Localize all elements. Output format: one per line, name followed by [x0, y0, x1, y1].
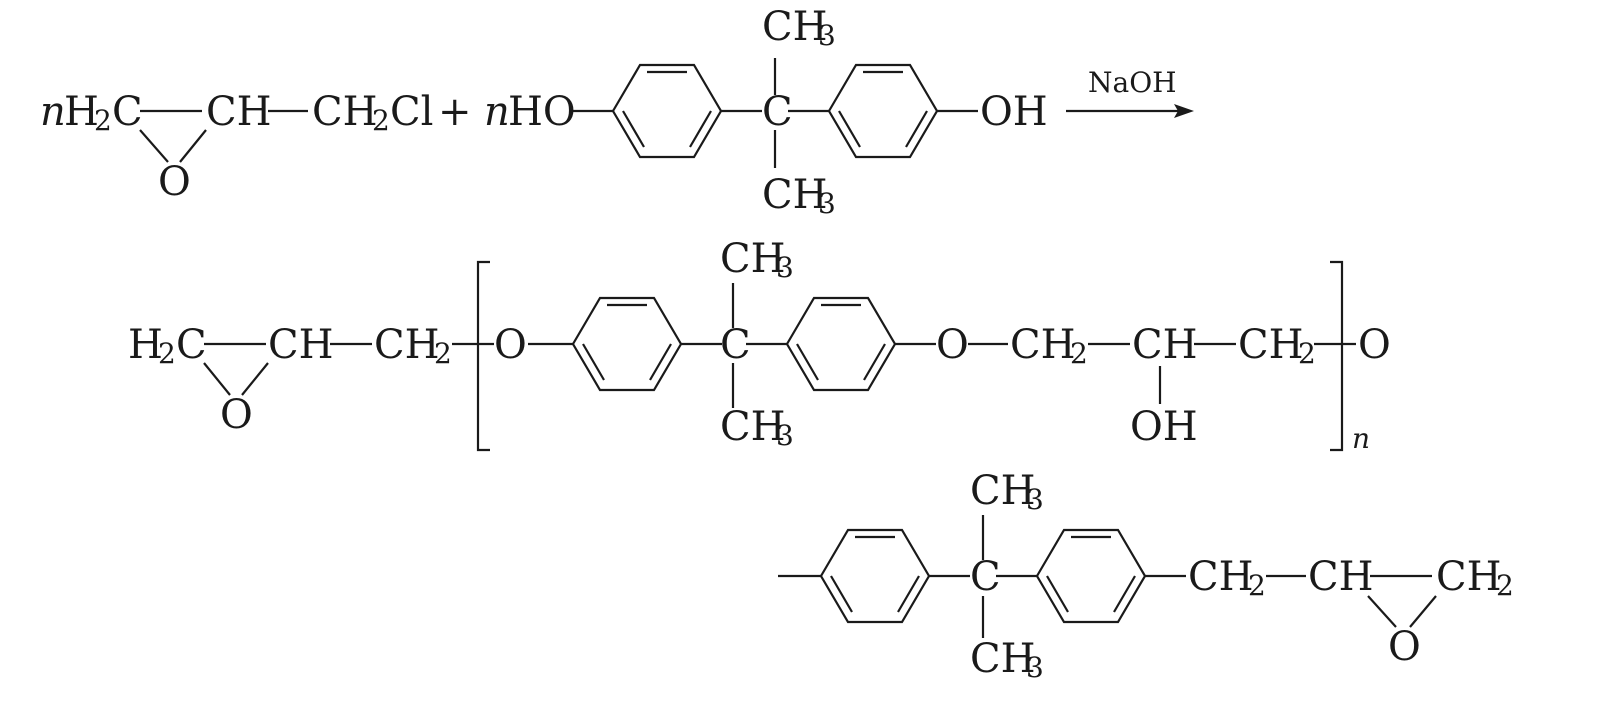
double-bond — [838, 110, 861, 148]
hydroxyl-left: HO — [508, 89, 576, 135]
condition-label: NaOH — [1088, 66, 1177, 99]
product-epoxide-end: H 2 C CH O CH 2 — [128, 322, 494, 438]
methyl-group: CH — [720, 404, 786, 450]
atom-ch: CH — [1436, 554, 1502, 600]
subscript-2: 2 — [1298, 337, 1316, 370]
atom-c: C — [720, 322, 751, 368]
subscript-2: 2 — [1496, 569, 1514, 602]
atom-o: O — [1388, 624, 1421, 670]
ether-oxygen: O — [936, 322, 969, 368]
reaction-arrow: NaOH — [1066, 66, 1194, 118]
double-bond — [897, 575, 920, 613]
double-bond — [830, 575, 853, 613]
bracket-left — [476, 260, 490, 452]
benzene-ring — [571, 296, 683, 392]
bracket-right — [1330, 260, 1344, 452]
benzene-ring — [611, 63, 723, 159]
repeat-subscript-n: n — [1352, 422, 1370, 455]
methyl-group: CH — [970, 636, 1036, 682]
arrow-head — [1174, 104, 1194, 118]
coefficient-n: n — [40, 89, 66, 135]
subscript-2: 2 — [94, 104, 112, 137]
benzene-ring — [785, 296, 897, 392]
hydroxyl-group: OH — [1130, 404, 1198, 450]
atom-ch: CH — [1238, 322, 1304, 368]
double-bond — [1113, 575, 1136, 613]
atom-ch: CH — [1188, 554, 1254, 600]
atom-o: O — [158, 159, 191, 205]
double-bond — [582, 343, 605, 381]
subscript-3: 3 — [1026, 651, 1044, 684]
plus-sign: + — [438, 89, 472, 135]
atom-ch: CH — [1132, 322, 1198, 368]
atom-ch: CH — [374, 322, 440, 368]
hydroxyl-right: OH — [980, 89, 1048, 135]
atom-ch: CH — [268, 322, 334, 368]
subscript-2: 2 — [1070, 337, 1088, 370]
atom-ch: CH — [206, 89, 272, 135]
bond — [179, 129, 207, 163]
product-end-group: C CH 3 CH 3 CH 2 CH CH 2 O — [778, 468, 1514, 684]
double-bond — [622, 110, 645, 148]
subscript-3: 3 — [1026, 483, 1044, 516]
double-bond — [1046, 575, 1069, 613]
atom-c: C — [112, 89, 143, 135]
bond — [1409, 595, 1437, 628]
bond — [241, 362, 269, 396]
benzene-ring — [1035, 528, 1147, 624]
atom-c: C — [762, 89, 793, 135]
atom-c: C — [970, 554, 1001, 600]
double-bond — [689, 110, 712, 148]
subscript-2: 2 — [158, 337, 176, 370]
subscript-2: 2 — [1248, 569, 1266, 602]
atom-ch: CH — [1308, 554, 1374, 600]
atom-h: H — [128, 322, 163, 368]
ether-oxygen: O — [1358, 322, 1391, 368]
coefficient-n: n — [484, 89, 510, 135]
atom-h: H — [64, 89, 99, 135]
atom-c: C — [176, 322, 207, 368]
double-bond — [796, 343, 819, 381]
bond — [203, 362, 231, 396]
repeat-unit: O C CH 3 CH 3 O CH 2 CH OH CH 2 n — [476, 236, 1370, 455]
subscript-3: 3 — [818, 19, 836, 52]
double-bond — [905, 110, 928, 148]
subscript-3: 3 — [776, 419, 794, 452]
double-bond — [649, 343, 672, 381]
reactant-epichlorohydrin: n H 2 C CH O CH 2 Cl — [40, 89, 433, 205]
atom-cl: Cl — [390, 89, 433, 135]
atom-ch: CH — [1010, 322, 1076, 368]
subscript-2: 2 — [434, 337, 452, 370]
bond — [1367, 595, 1397, 628]
benzene-ring — [827, 63, 939, 159]
methyl-group: CH — [762, 172, 828, 218]
benzene-ring — [819, 528, 931, 624]
double-bond — [863, 343, 886, 381]
bond — [139, 129, 169, 163]
atom-o: O — [220, 392, 253, 438]
ether-oxygen: O — [494, 322, 527, 368]
subscript-2: 2 — [372, 104, 390, 137]
reactant-bisphenol-a: n HO C CH 3 CH 3 OH — [484, 4, 1048, 220]
methyl-group: CH — [720, 236, 786, 282]
methyl-group: CH — [762, 4, 828, 50]
subscript-3: 3 — [818, 187, 836, 220]
methyl-group: CH — [970, 468, 1036, 514]
subscript-3: 3 — [776, 251, 794, 284]
atom-ch: CH — [312, 89, 378, 135]
